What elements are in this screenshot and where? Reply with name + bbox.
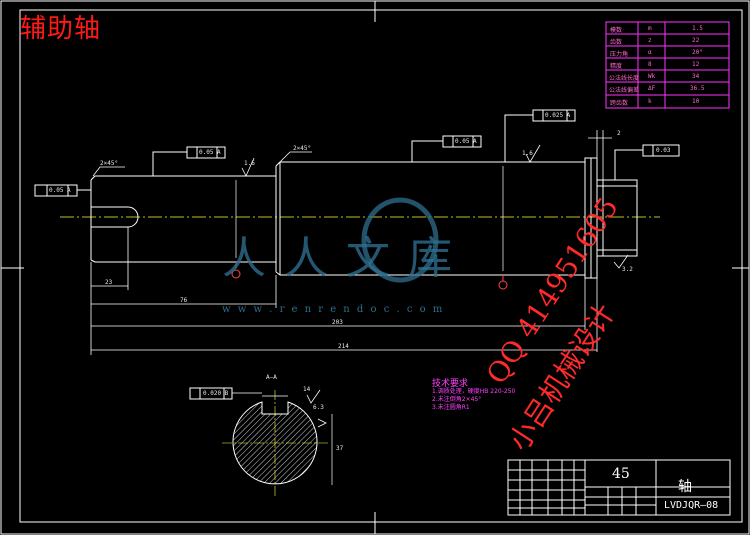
chamfer-leaders	[92, 151, 312, 177]
tol-frame-1	[152, 146, 226, 176]
technical-notes: 技术要求 1.调质处理，硬度HB 220-250 2.未注倒角2×45° 3.未…	[432, 380, 515, 412]
tol-left: 0.05 A	[49, 187, 71, 194]
param-name: 公法线偏差	[609, 87, 640, 94]
dia-dim-lines	[235, 166, 504, 271]
dim-chamfer-left: 2×45°	[100, 160, 119, 167]
param-name: 齿数	[610, 39, 623, 46]
param-sym: α	[648, 49, 652, 56]
param-val: 1.5	[692, 25, 703, 32]
dim-total-1: 203	[332, 319, 343, 326]
dim-groove: 2	[617, 130, 621, 137]
param-sym: k	[648, 98, 652, 105]
section-width: 14	[303, 386, 311, 393]
param-val: 20°	[692, 49, 703, 56]
notes-heading: 技术要求	[432, 379, 469, 389]
param-name: 模数	[610, 27, 623, 34]
title-block-part-name: 轴	[678, 479, 692, 495]
dim-key-length: 23	[105, 279, 113, 286]
roughness-4: 6.3	[313, 404, 324, 411]
param-val: 34	[692, 73, 700, 80]
param-val: 36.5	[690, 85, 705, 92]
param-name: 压力角	[610, 51, 629, 58]
watermark-url: w w w . r e n r e n d o c . c o m	[222, 304, 445, 315]
dim-total-2: 214	[338, 343, 349, 350]
section-label: A—A	[266, 374, 277, 381]
roughness-2: 1.6	[522, 150, 533, 157]
dim-chamfer-mid: 2×45°	[293, 145, 312, 152]
tol-4: 0.03	[656, 147, 671, 154]
tol-section: 0.020 B	[203, 390, 229, 397]
param-name: 精度	[610, 63, 623, 70]
param-name: 公法线长度	[609, 75, 640, 82]
title-block-drawing-no: LVDJQR—08	[664, 500, 719, 511]
tol-frame-4	[614, 144, 680, 180]
note-line: 3.未注圆角R1	[432, 404, 470, 411]
watermark-text: 人人文库	[222, 233, 470, 284]
shaft-outline	[90, 157, 638, 279]
section-markers	[231, 262, 508, 290]
param-sym: ΔF	[648, 85, 656, 92]
note-line: 2.未注倒角2×45°	[432, 396, 482, 403]
param-sym: 8	[648, 61, 652, 68]
dim-lines	[90, 130, 612, 355]
section-view	[189, 387, 333, 498]
param-sym: Wk	[648, 73, 656, 80]
tol-1: 0.05 A	[199, 149, 221, 156]
roughness-3: 3.2	[622, 266, 633, 273]
note-line: 1.调质处理，硬度HB 220-250	[432, 388, 516, 395]
tol-frame-3	[504, 109, 576, 162]
param-sym: m	[648, 25, 652, 32]
title-block-material: 45	[612, 466, 630, 482]
param-val: 10	[692, 98, 700, 105]
tol-2: 0.05 A	[455, 138, 477, 145]
title-block	[507, 459, 731, 516]
section-height: 37	[336, 445, 344, 452]
drawing-frame	[19, 9, 743, 523]
left-tol-frame	[34, 184, 91, 197]
keyway-left	[91, 206, 139, 228]
param-sym: z	[648, 37, 652, 44]
tol-3: 0.025 A	[545, 112, 571, 119]
roughness-1: 1.6	[244, 160, 255, 167]
drawing-title: 辅助轴	[20, 14, 102, 44]
watermark-logo	[361, 197, 439, 283]
param-val: 12	[692, 61, 700, 68]
param-val: 22	[692, 37, 700, 44]
roughness-symbols	[241, 144, 629, 428]
param-table-grid	[605, 21, 730, 109]
tol-frame-2	[411, 135, 482, 162]
dim-step-length: 76	[180, 297, 188, 304]
param-name: 跨齿数	[610, 100, 629, 107]
